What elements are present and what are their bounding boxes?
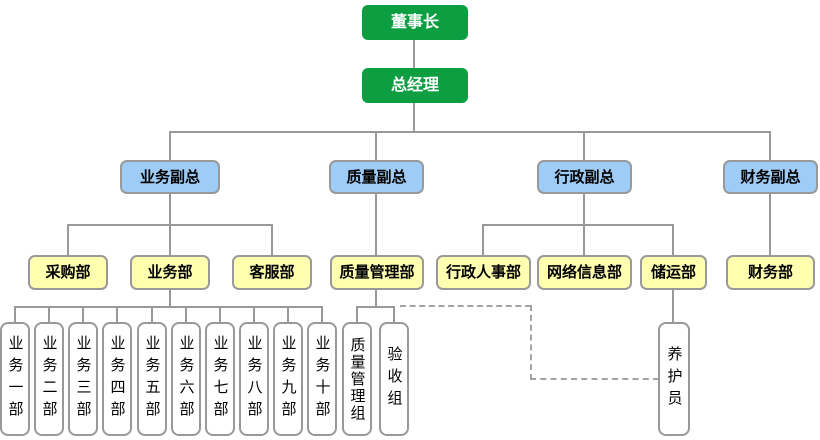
connector-line bbox=[271, 224, 273, 255]
node-quality-mgmt-group: 质量管理组 bbox=[342, 322, 372, 436]
connector-line bbox=[375, 131, 377, 160]
connector-line bbox=[14, 306, 323, 308]
connector-line bbox=[82, 306, 84, 322]
node-storage-transport-dept: 储运部 bbox=[640, 255, 707, 290]
node-chairman: 董事长 bbox=[362, 5, 468, 40]
connector-dashed-line bbox=[400, 305, 531, 307]
connector-line bbox=[413, 40, 415, 68]
connector-line bbox=[169, 131, 171, 160]
connector-line bbox=[219, 306, 221, 322]
node-business-unit-10: 业务十部 bbox=[307, 322, 337, 436]
connector-line bbox=[769, 131, 771, 160]
connector-dashed-line bbox=[530, 305, 532, 380]
node-business-unit-8: 业务八部 bbox=[239, 322, 269, 436]
connector-line bbox=[169, 224, 171, 255]
connector-line bbox=[287, 306, 289, 322]
connector-line bbox=[375, 194, 377, 255]
node-admin-vp: 行政副总 bbox=[537, 160, 632, 194]
connector-line bbox=[769, 194, 771, 255]
connector-line bbox=[413, 103, 415, 132]
node-maintenance-staff: 养护员 bbox=[658, 322, 690, 436]
connector-line bbox=[169, 131, 771, 133]
connector-line bbox=[151, 306, 153, 322]
node-business-unit-7: 业务七部 bbox=[205, 322, 235, 436]
node-finance-vp: 财务副总 bbox=[723, 160, 818, 194]
node-purchasing-dept: 采购部 bbox=[28, 255, 108, 290]
connector-line bbox=[67, 224, 69, 255]
node-business-unit-9: 业务九部 bbox=[273, 322, 303, 436]
connector-line bbox=[169, 290, 171, 307]
node-network-info-dept: 网络信息部 bbox=[537, 255, 632, 290]
connector-line bbox=[583, 131, 585, 160]
connector-line bbox=[116, 306, 118, 322]
connector-line bbox=[253, 306, 255, 322]
node-business-unit-6: 业务六部 bbox=[171, 322, 201, 436]
connector-line bbox=[356, 306, 395, 308]
node-quality-mgmt-dept: 质量管理部 bbox=[330, 255, 424, 290]
node-general-manager: 总经理 bbox=[362, 68, 468, 103]
connector-line bbox=[375, 290, 377, 307]
node-business-unit-4: 业务四部 bbox=[102, 322, 132, 436]
connector-line bbox=[169, 194, 171, 225]
node-admin-hr-dept: 行政人事部 bbox=[436, 255, 531, 290]
node-quality-vp: 质量副总 bbox=[329, 160, 424, 194]
node-business-unit-2: 业务二部 bbox=[34, 322, 64, 436]
node-business-unit-3: 业务三部 bbox=[68, 322, 98, 436]
node-business-unit-1: 业务一部 bbox=[0, 322, 30, 436]
connector-line bbox=[14, 306, 16, 322]
node-business-vp: 业务副总 bbox=[120, 160, 220, 194]
node-business-unit-5: 业务五部 bbox=[137, 322, 167, 436]
connector-line bbox=[482, 224, 484, 255]
connector-line bbox=[583, 224, 585, 255]
node-business-dept: 业务部 bbox=[130, 255, 210, 290]
node-customer-service-dept: 客服部 bbox=[232, 255, 312, 290]
connector-line bbox=[48, 306, 50, 322]
connector-line bbox=[672, 290, 674, 323]
connector-line bbox=[482, 224, 674, 226]
connector-line bbox=[321, 306, 323, 322]
node-finance-dept: 财务部 bbox=[726, 255, 815, 290]
connector-line bbox=[356, 306, 358, 322]
connector-line bbox=[672, 224, 674, 255]
node-acceptance-group: 验收组 bbox=[379, 322, 409, 436]
connector-line bbox=[393, 306, 395, 322]
connector-line bbox=[583, 194, 585, 225]
connector-line bbox=[185, 306, 187, 322]
connector-dashed-line bbox=[530, 378, 659, 380]
